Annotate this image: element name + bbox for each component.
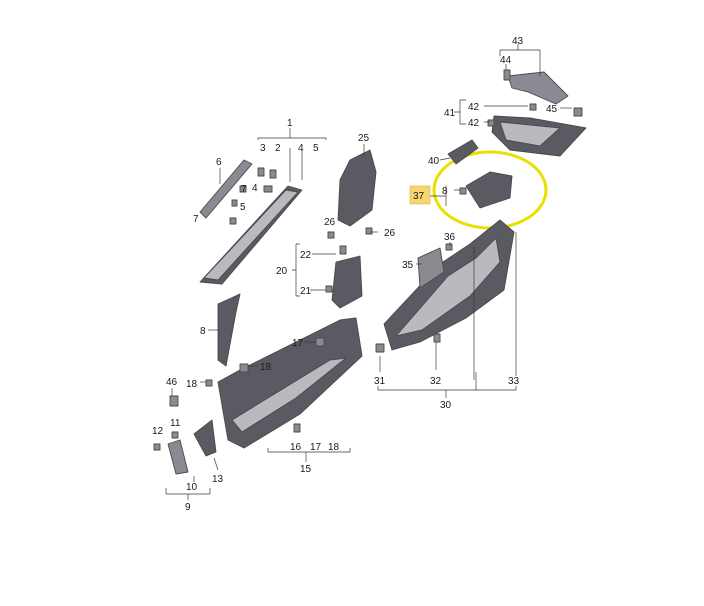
label-4b: 4 bbox=[252, 183, 258, 194]
label-33: 33 bbox=[508, 376, 520, 387]
label-45: 45 bbox=[546, 104, 558, 115]
label-15: 15 bbox=[300, 464, 312, 475]
clip-32 bbox=[433, 333, 441, 343]
clip-2 bbox=[269, 169, 277, 179]
label-5a: 5 bbox=[313, 143, 319, 154]
clip-7a bbox=[229, 217, 237, 225]
panel-40 bbox=[447, 139, 479, 165]
clip-22 bbox=[339, 245, 347, 255]
trim-piece-37 bbox=[465, 171, 513, 209]
clip-16 bbox=[293, 423, 301, 433]
label-2: 2 bbox=[275, 143, 281, 154]
label-31: 31 bbox=[374, 376, 386, 387]
label-18c: 18 bbox=[186, 379, 198, 390]
bracket-9 bbox=[167, 439, 189, 475]
label-18b: 18 bbox=[328, 442, 340, 453]
label-1: 1 bbox=[287, 118, 293, 129]
clip-44 bbox=[503, 69, 511, 81]
label-30: 30 bbox=[440, 400, 452, 411]
clip-5 bbox=[231, 199, 238, 207]
leader-lines bbox=[165, 44, 572, 500]
clip-11 bbox=[171, 431, 179, 439]
label-16: 16 bbox=[290, 442, 302, 453]
sill-panel-face bbox=[231, 357, 347, 433]
bracket-6 bbox=[199, 159, 253, 219]
label-3: 3 bbox=[260, 143, 266, 154]
label-20: 20 bbox=[276, 266, 288, 277]
clip-26a bbox=[327, 231, 335, 239]
label-8a: 8 bbox=[200, 326, 206, 337]
label-41: 41 bbox=[444, 108, 456, 119]
label-12: 12 bbox=[152, 426, 164, 437]
clip-26b bbox=[365, 227, 373, 235]
label-25: 25 bbox=[358, 133, 370, 144]
label-17a: 17 bbox=[292, 338, 304, 349]
callout-box-37 bbox=[409, 185, 431, 205]
upper-rear-trim-face bbox=[499, 121, 561, 147]
label-6: 6 bbox=[216, 157, 222, 168]
label-35: 35 bbox=[402, 260, 414, 271]
clip-18 bbox=[239, 363, 249, 373]
clip-7b bbox=[239, 185, 247, 193]
label-42a: 42 bbox=[468, 102, 480, 113]
clip-3 bbox=[257, 167, 265, 177]
label-7a: 7 bbox=[241, 184, 247, 195]
clip-42a bbox=[529, 103, 537, 111]
label-42b: 42 bbox=[468, 118, 480, 129]
label-11: 11 bbox=[170, 418, 181, 429]
cover-13 bbox=[193, 419, 217, 457]
label-43: 43 bbox=[512, 36, 524, 47]
label-9: 9 bbox=[185, 502, 191, 513]
label-13: 13 bbox=[212, 474, 224, 485]
clip-21 bbox=[325, 285, 333, 293]
bracket-35 bbox=[417, 247, 445, 289]
label-36: 36 bbox=[444, 232, 456, 243]
clip-42b bbox=[487, 119, 495, 127]
label-18a: 18 bbox=[260, 362, 272, 373]
label-21: 21 bbox=[300, 286, 312, 297]
label-46: 46 bbox=[166, 377, 178, 388]
clip-12 bbox=[153, 443, 161, 451]
clip-4 bbox=[263, 185, 273, 193]
clip-46 bbox=[169, 395, 179, 407]
label-7b: 7 bbox=[193, 214, 199, 225]
label-44: 44 bbox=[500, 55, 512, 66]
b-pillar-lower bbox=[331, 255, 363, 309]
trim-strip-8 bbox=[217, 293, 241, 367]
label-26b: 26 bbox=[384, 228, 396, 239]
label-10: 10 bbox=[186, 482, 198, 493]
label-5b: 5 bbox=[240, 202, 246, 213]
clip-18b bbox=[205, 379, 213, 387]
clip-36 bbox=[445, 243, 453, 251]
label-17b: 17 bbox=[310, 442, 322, 453]
label-8b: 8 bbox=[442, 186, 448, 197]
b-pillar-upper bbox=[337, 149, 377, 227]
label-22: 22 bbox=[300, 250, 312, 261]
label-32: 32 bbox=[430, 376, 442, 387]
part-labels: 1 3 2 4 5 4 5 6 7 7 25 26 26 22 20 21 8 … bbox=[152, 36, 558, 513]
clip-45 bbox=[573, 107, 583, 117]
a-pillar-trim-face bbox=[203, 189, 299, 281]
label-37: 37 bbox=[413, 191, 425, 202]
label-26a: 26 bbox=[324, 217, 336, 228]
clip-8-upper bbox=[459, 187, 467, 195]
clip-31 bbox=[375, 343, 385, 353]
label-4a: 4 bbox=[298, 143, 304, 154]
clip-17 bbox=[315, 337, 325, 347]
label-40: 40 bbox=[428, 156, 440, 167]
bracket-43 bbox=[507, 71, 569, 105]
